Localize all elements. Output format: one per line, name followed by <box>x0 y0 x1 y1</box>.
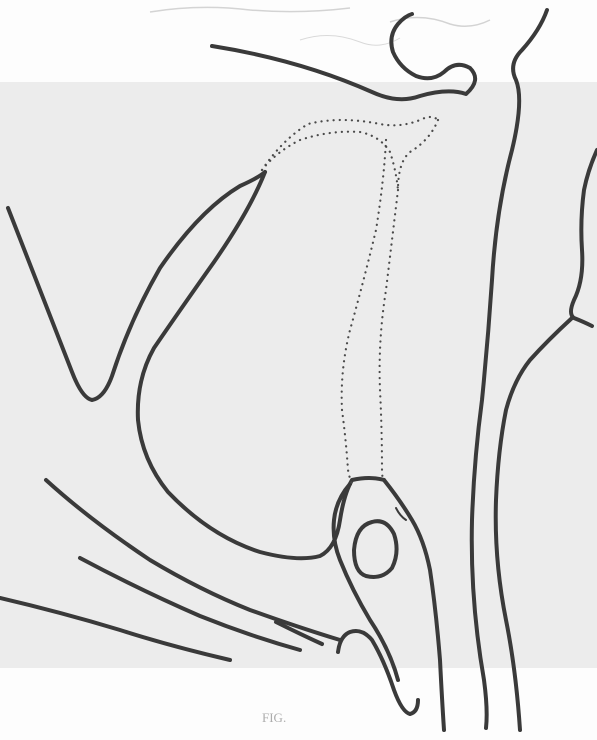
caption-fragment: FIG. <box>262 710 286 725</box>
faint-handwriting <box>150 7 490 45</box>
